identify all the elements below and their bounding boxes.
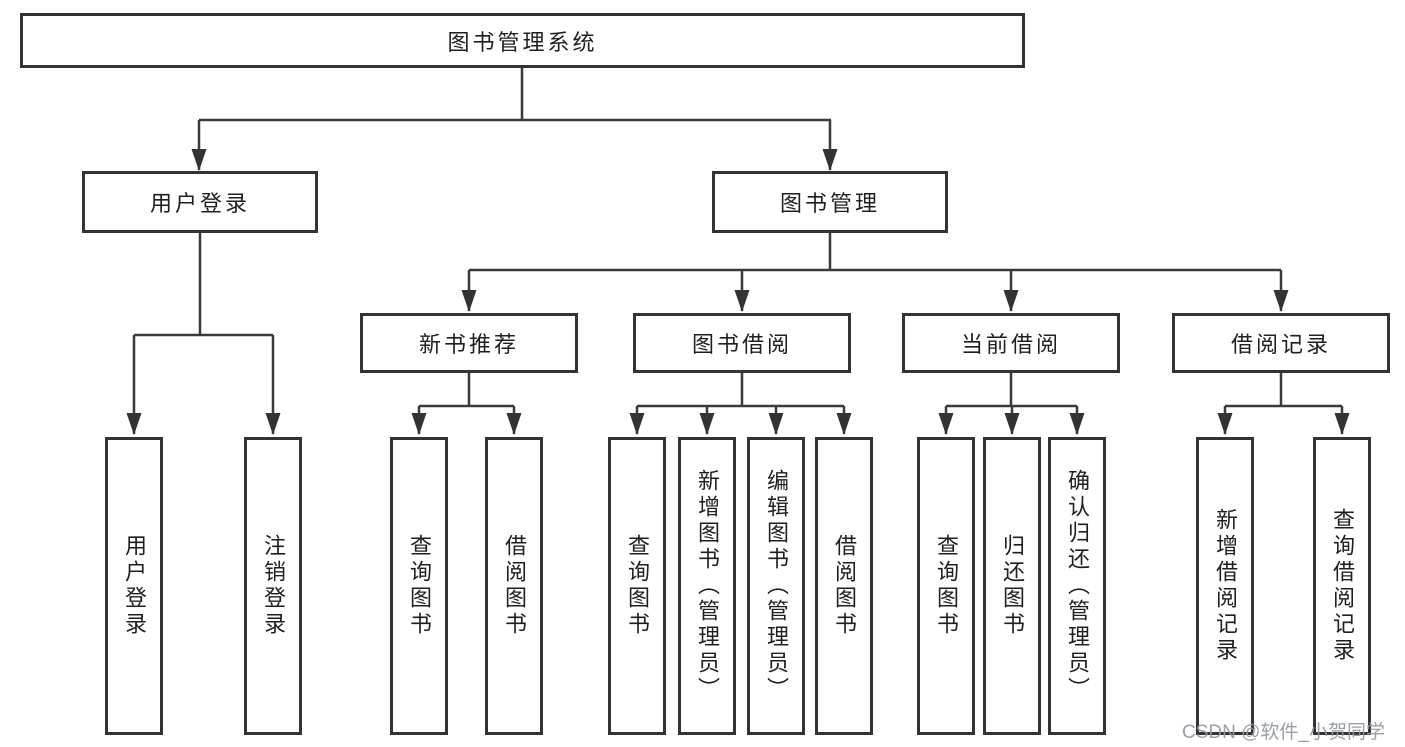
leaf-borrow-books: 借阅图书 (815, 437, 873, 735)
leaf-user-login: 用户登录 (105, 437, 163, 735)
leaf-return-books: 归还图书 (983, 437, 1041, 735)
leaf-confirm-return-admin: 确认归还（管理员） (1048, 437, 1106, 735)
leaf-query-books-borrow: 查询图书 (608, 437, 666, 735)
leaf-borrow-books-recommend: 借阅图书 (485, 437, 543, 735)
node-library-management-system: 图书管理系统 (20, 13, 1025, 68)
leaf-query-books-recommend: 查询图书 (390, 437, 448, 735)
leaf-query-borrow-record: 查询借阅记录 (1313, 437, 1371, 735)
node-current-borrow: 当前借阅 (902, 313, 1120, 373)
leaf-query-books-current: 查询图书 (917, 437, 975, 735)
csdn-watermark: CSDN @软件_小贺同学 (1182, 722, 1385, 743)
node-user-login-branch: 用户登录 (82, 171, 318, 233)
leaf-logout: 注销登录 (244, 437, 302, 735)
node-new-book-recommend: 新书推荐 (360, 313, 578, 373)
node-borrow-record: 借阅记录 (1172, 313, 1390, 373)
leaf-edit-books-admin: 编辑图书（管理员） (747, 437, 805, 735)
leaf-add-borrow-record: 新增借阅记录 (1196, 437, 1254, 735)
node-book-management-branch: 图书管理 (712, 171, 948, 233)
node-book-borrow: 图书借阅 (633, 313, 851, 373)
leaf-add-books-admin: 新增图书（管理员） (678, 437, 736, 735)
